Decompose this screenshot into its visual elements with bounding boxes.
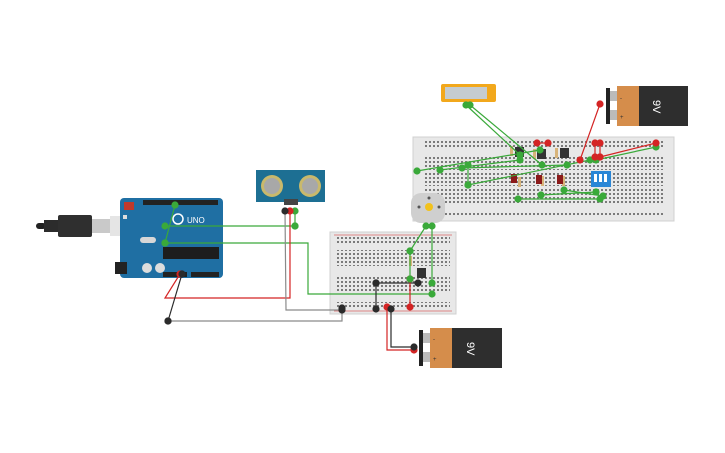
wire-endpoint[interactable] bbox=[281, 207, 289, 215]
dip-switch[interactable] bbox=[591, 171, 611, 187]
wire-endpoint[interactable] bbox=[596, 153, 604, 161]
lcd-display[interactable] bbox=[441, 84, 496, 102]
wire-endpoint[interactable] bbox=[161, 222, 169, 230]
wire-endpoint[interactable] bbox=[436, 166, 444, 174]
wire-green[interactable] bbox=[461, 164, 568, 169]
resistor[interactable] bbox=[518, 177, 521, 187]
wire-endpoint[interactable] bbox=[652, 139, 660, 147]
wire-endpoint[interactable] bbox=[591, 139, 599, 147]
wire-endpoints bbox=[161, 100, 660, 354]
wire-green[interactable] bbox=[469, 104, 543, 166]
wire-endpoint[interactable] bbox=[372, 279, 380, 287]
breadboard-small[interactable] bbox=[329, 231, 457, 315]
wire-endpoint[interactable] bbox=[428, 290, 436, 298]
wire-endpoint[interactable] bbox=[291, 222, 299, 230]
wire-red[interactable] bbox=[599, 142, 657, 158]
wire-endpoint[interactable] bbox=[338, 306, 346, 314]
led[interactable] bbox=[511, 174, 517, 183]
dc-motor[interactable] bbox=[411, 193, 445, 223]
wire-red[interactable] bbox=[579, 103, 601, 161]
wire-endpoint[interactable] bbox=[428, 222, 436, 230]
battery-minus-label: - bbox=[620, 96, 622, 102]
wire-endpoint[interactable] bbox=[514, 195, 522, 203]
wire-endpoint[interactable] bbox=[538, 161, 546, 169]
resistor[interactable] bbox=[510, 146, 513, 156]
battery-plus-label: + bbox=[433, 357, 437, 363]
resistor[interactable] bbox=[541, 176, 544, 186]
wire-endpoint[interactable] bbox=[599, 192, 607, 200]
wire-green[interactable] bbox=[595, 146, 657, 161]
wire-endpoint[interactable] bbox=[410, 343, 418, 351]
wire-endpoint[interactable] bbox=[536, 146, 544, 154]
battery-minus-label: - bbox=[433, 337, 435, 343]
leds bbox=[511, 174, 563, 184]
wire-green[interactable] bbox=[409, 225, 427, 252]
battery-9v-bottom[interactable]: - + 9V bbox=[419, 328, 502, 368]
atmega-chip bbox=[163, 247, 219, 259]
wire-endpoint[interactable] bbox=[286, 207, 294, 215]
wire-green[interactable] bbox=[439, 159, 521, 171]
led[interactable] bbox=[557, 175, 563, 184]
wire-green[interactable] bbox=[164, 204, 176, 244]
wire-endpoint[interactable] bbox=[464, 181, 472, 189]
transistor[interactable] bbox=[560, 148, 569, 158]
wire-endpoint[interactable] bbox=[591, 153, 599, 161]
wire-endpoint[interactable] bbox=[516, 156, 524, 164]
wire-endpoint[interactable] bbox=[560, 186, 568, 194]
wire-endpoint[interactable] bbox=[464, 161, 472, 169]
wire-gray[interactable] bbox=[284, 210, 342, 311]
wire-red[interactable] bbox=[163, 211, 291, 299]
ultrasonic-sensor[interactable] bbox=[256, 170, 325, 205]
arduino-label: UNO bbox=[187, 216, 205, 225]
wire-endpoint[interactable] bbox=[544, 139, 552, 147]
wire-endpoint[interactable] bbox=[372, 305, 380, 313]
battery-plus-label: + bbox=[620, 115, 624, 121]
wire-endpoint[interactable] bbox=[466, 101, 474, 109]
reset-button[interactable] bbox=[124, 202, 134, 210]
wire-endpoint[interactable] bbox=[291, 207, 299, 215]
wire-endpoint[interactable] bbox=[576, 156, 584, 164]
wire-endpoint[interactable] bbox=[596, 139, 604, 147]
arduino-uno[interactable]: UNO bbox=[115, 198, 223, 278]
resistor[interactable] bbox=[562, 176, 565, 186]
wire-endpoint[interactable] bbox=[178, 270, 186, 278]
wire-red[interactable] bbox=[386, 307, 414, 351]
wire-endpoint[interactable] bbox=[537, 191, 545, 199]
resistor[interactable] bbox=[533, 149, 536, 159]
wire-black[interactable] bbox=[167, 273, 183, 322]
wire-endpoint[interactable] bbox=[422, 222, 430, 230]
wire-endpoint[interactable] bbox=[414, 279, 422, 287]
wire-black[interactable] bbox=[390, 309, 414, 348]
transistor[interactable] bbox=[537, 149, 546, 159]
wire-endpoint[interactable] bbox=[428, 279, 436, 287]
wire-endpoint[interactable] bbox=[161, 239, 169, 247]
battery-9v-top[interactable]: - + 9V bbox=[606, 86, 688, 126]
wire-endpoint[interactable] bbox=[516, 151, 524, 159]
wire-endpoint[interactable] bbox=[413, 167, 421, 175]
wire-endpoint[interactable] bbox=[563, 161, 571, 169]
wire-endpoint[interactable] bbox=[406, 247, 414, 255]
wire-endpoint[interactable] bbox=[458, 164, 466, 172]
wire-endpoint[interactable] bbox=[406, 275, 414, 283]
wire-endpoint[interactable] bbox=[592, 188, 600, 196]
wire-endpoint[interactable] bbox=[533, 139, 541, 147]
wire-endpoint[interactable] bbox=[387, 305, 395, 313]
led[interactable] bbox=[536, 175, 542, 184]
transistor[interactable] bbox=[417, 268, 426, 278]
wire-endpoint[interactable] bbox=[596, 100, 604, 108]
resistor[interactable] bbox=[555, 148, 558, 158]
battery-voltage-label: 9V bbox=[650, 100, 662, 114]
wire-green[interactable] bbox=[465, 104, 521, 156]
wire-green[interactable] bbox=[165, 242, 432, 295]
usb-cable bbox=[36, 215, 124, 237]
battery-voltage-label: 9V bbox=[464, 342, 476, 356]
wire-endpoint[interactable] bbox=[164, 317, 172, 325]
wire-green[interactable] bbox=[540, 191, 597, 196]
wire-endpoint[interactable] bbox=[406, 303, 414, 311]
wire-endpoint[interactable] bbox=[171, 201, 179, 209]
